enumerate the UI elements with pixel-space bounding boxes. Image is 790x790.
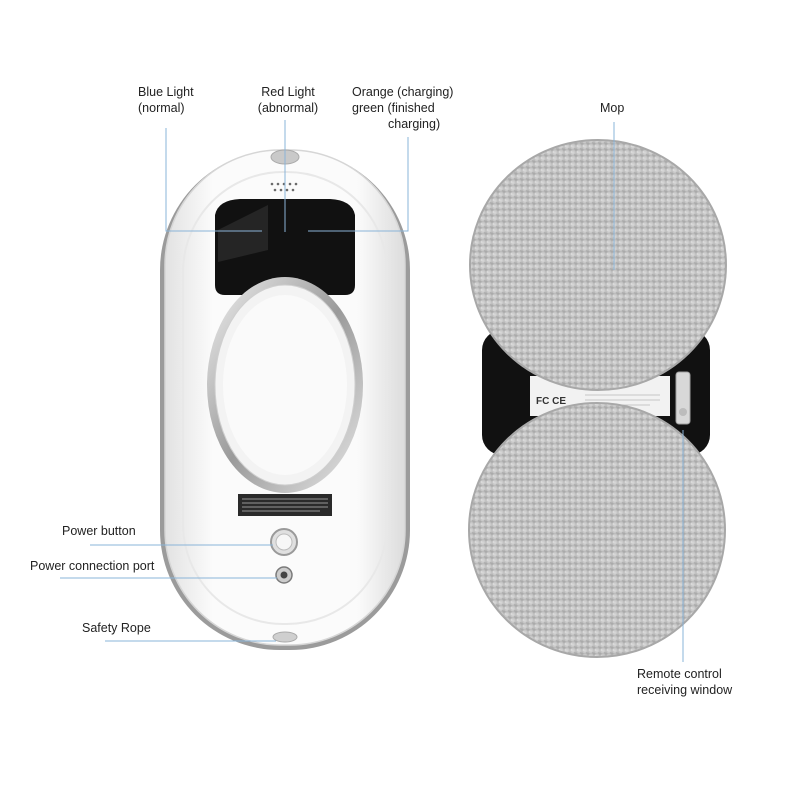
label-safety-rope: Safety Rope — [82, 621, 151, 635]
bottom-mop-pad — [468, 402, 726, 658]
label-remote-window-line2: receiving window — [637, 683, 733, 697]
power-port-inner — [280, 571, 288, 579]
label-blue-light: Blue Light (normal) — [138, 84, 194, 116]
label-blue-light-line1: Blue Light — [138, 85, 194, 99]
center-oval-inner — [223, 295, 347, 475]
warning-label-lines — [242, 498, 328, 512]
label-red-light: Red Light (abnormal) — [250, 84, 326, 116]
warning-label — [238, 494, 332, 516]
remote-window — [675, 371, 691, 425]
label-remote-window-line1: Remote control — [637, 667, 722, 681]
label-orange-light: Orange (charging) green (finished chargi… — [352, 84, 453, 132]
safety-rope-hole — [272, 631, 298, 643]
remote-window-lens — [679, 408, 687, 416]
power-button-cap — [275, 533, 293, 551]
label-orange-light-line1: Orange (charging) — [352, 85, 454, 99]
leader-lines — [60, 120, 684, 662]
top-mop-pad — [469, 139, 727, 391]
leader-orange-light — [308, 137, 409, 232]
label-power-button: Power button — [62, 524, 136, 538]
label-orange-light-line2: green (finished — [352, 101, 435, 115]
leader-blue-light — [165, 128, 262, 232]
label-red-light-line1: Red Light — [261, 85, 315, 99]
label-mop: Mop — [600, 101, 625, 115]
label-remote-window: Remote control receiving window — [637, 666, 732, 698]
label-power-port: Power connection port — [30, 559, 155, 573]
label-blue-light-line2: (normal) — [138, 101, 185, 115]
label-red-light-line2: (abnormal) — [257, 101, 319, 115]
label-orange-light-line3: charging) — [388, 117, 441, 131]
cert-mark: FC CE — [536, 396, 566, 407]
screen-glare — [218, 205, 268, 262]
